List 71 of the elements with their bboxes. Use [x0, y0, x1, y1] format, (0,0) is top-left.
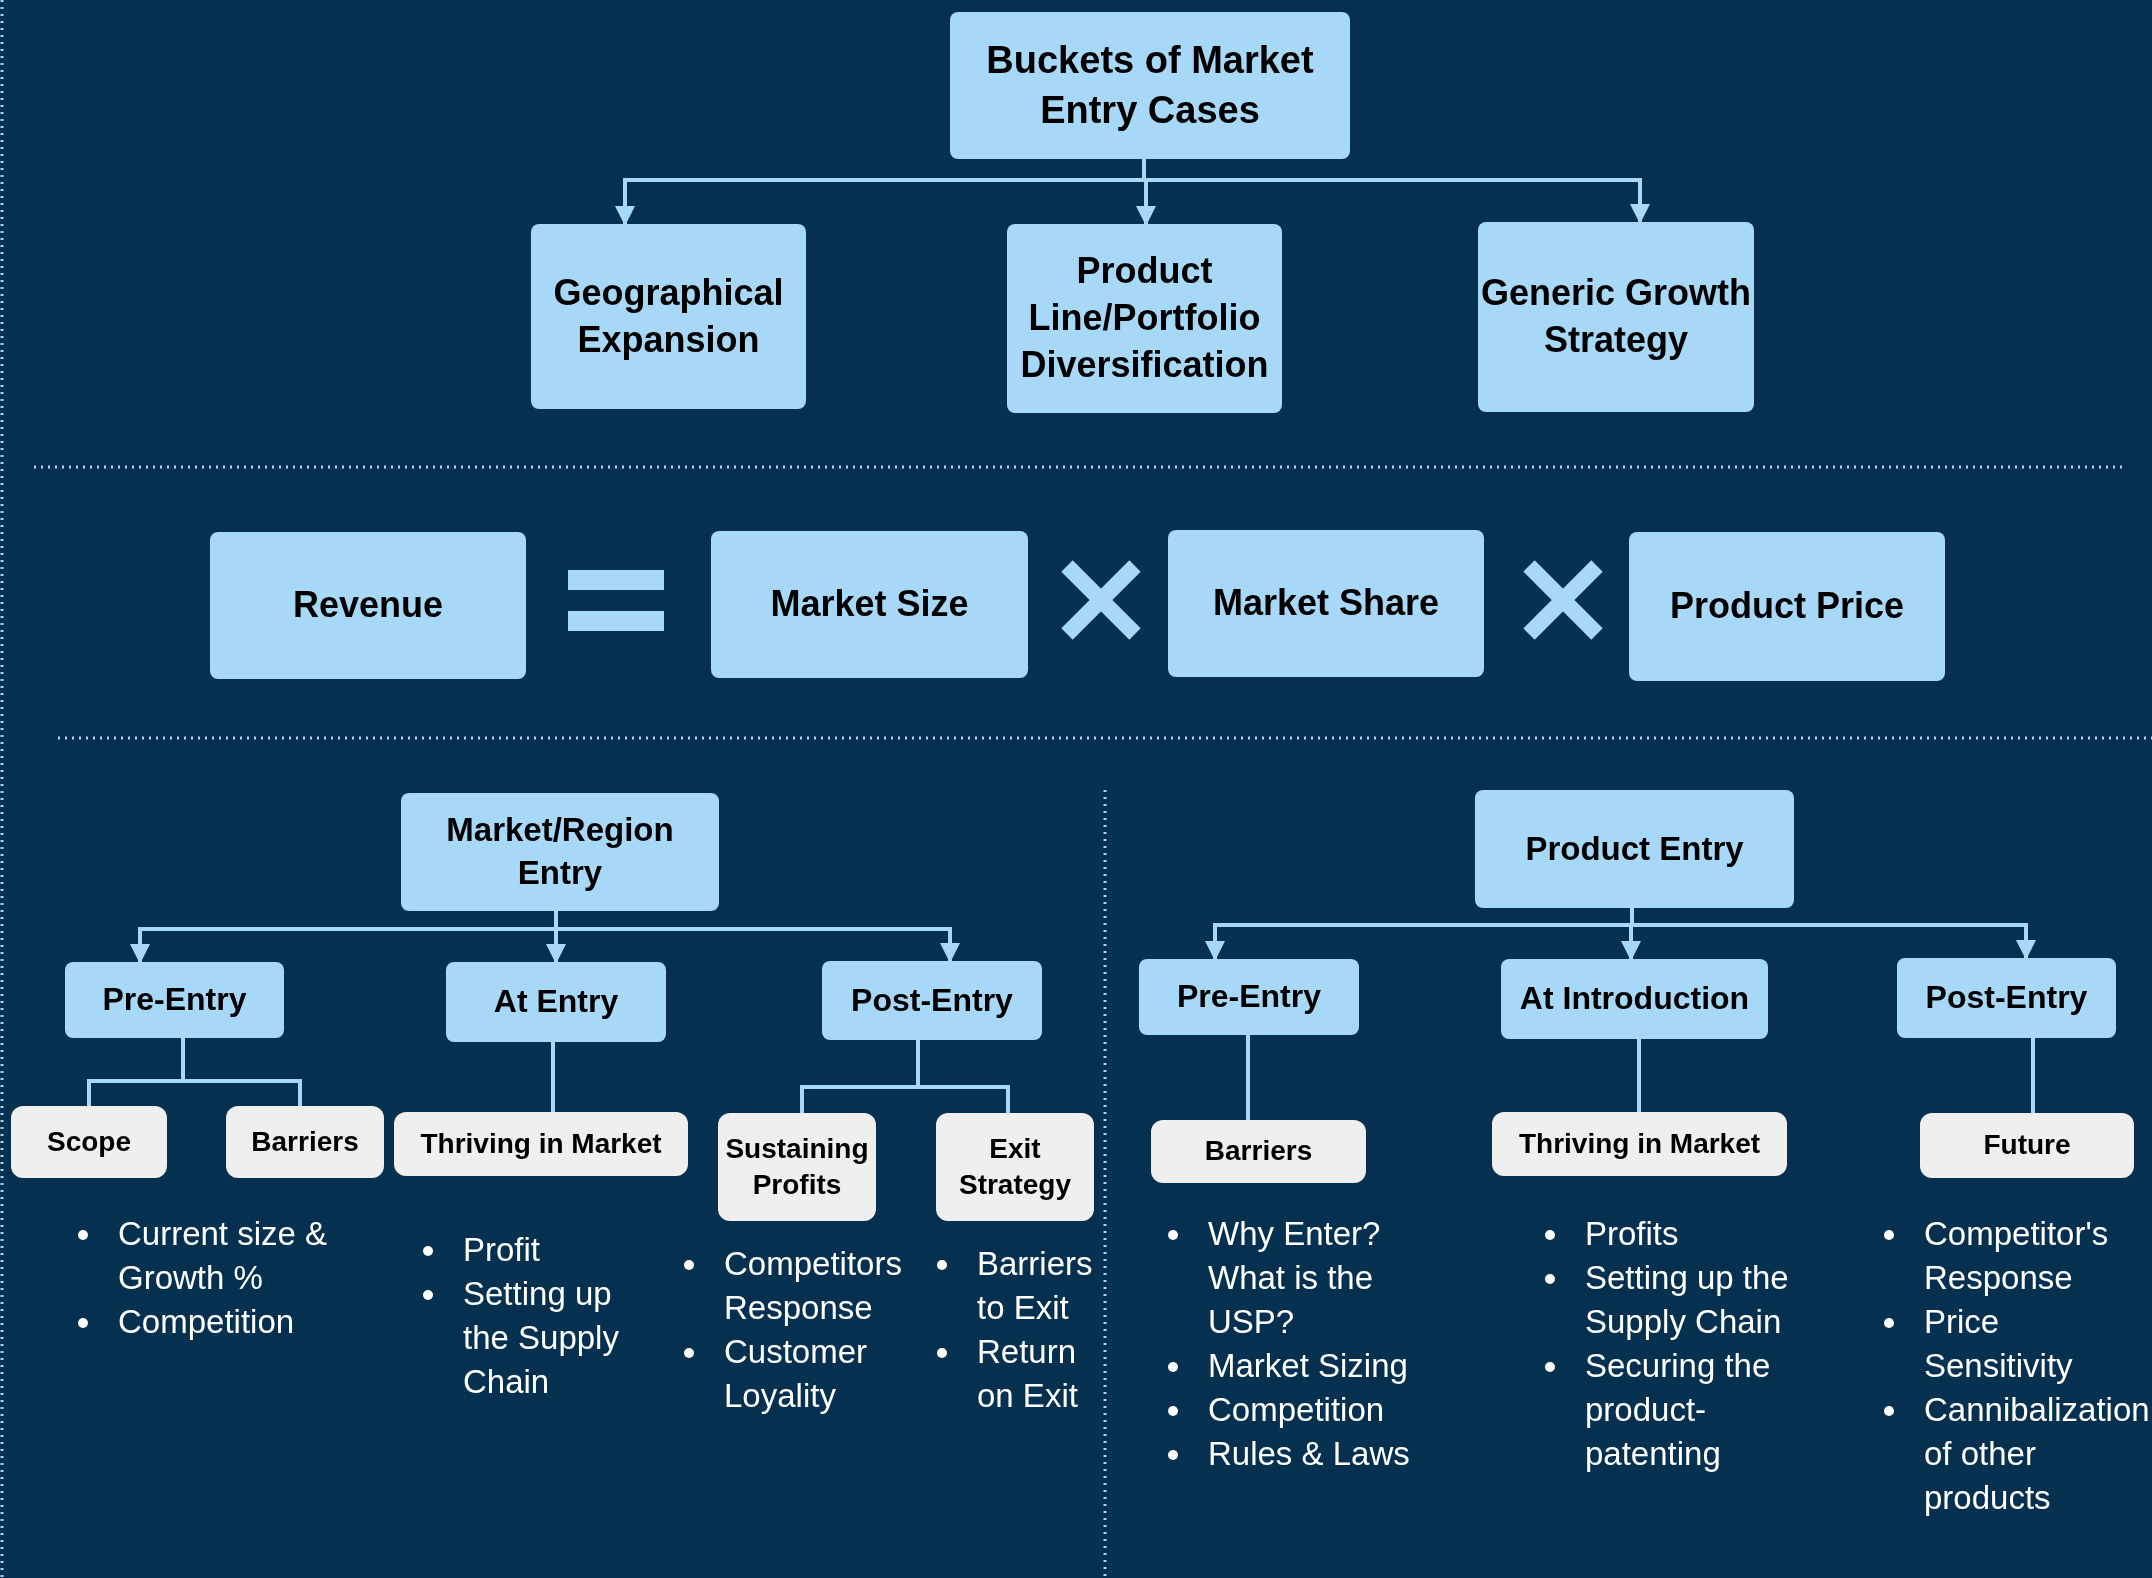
- connector-line: [1246, 1035, 1250, 1120]
- bullet-item: Current size & Growth %: [70, 1212, 370, 1300]
- bullet-item: Setting up the Supply Chain: [415, 1272, 650, 1404]
- bullet-item: Setting up the Supply Chain: [1537, 1256, 1837, 1344]
- box-label: Barriers: [251, 1124, 359, 1159]
- topic-box: [65, 962, 284, 1038]
- sub-topic-box: [1492, 1112, 1787, 1176]
- bullet-item: Why Enter? What is the USP?: [1160, 1212, 1460, 1344]
- bullet-item: Price Sensitivity: [1876, 1300, 2150, 1388]
- topic-box: [1629, 532, 1945, 681]
- box-label: Buckets of Market Entry Cases: [985, 38, 1315, 133]
- box-label: Barriers: [1204, 1134, 1313, 1169]
- topic-box: [1501, 959, 1768, 1039]
- arrow: [554, 911, 960, 963]
- sub-topic-box: [1151, 1120, 1366, 1183]
- bullet-item: Profit: [415, 1228, 650, 1272]
- topic-box: [950, 12, 1350, 159]
- sub-topic-box: [226, 1106, 384, 1178]
- box-label: Product Price: [1669, 584, 1905, 629]
- box-label: Pre-Entry: [102, 980, 247, 1020]
- bullet-item: Cannibalization of other products: [1876, 1388, 2150, 1520]
- topic-box: [1168, 530, 1484, 677]
- sub-topic-box: [11, 1106, 167, 1178]
- bullet-item: Return on Exit: [929, 1330, 1089, 1418]
- topic-box: [711, 531, 1028, 678]
- box-label: At Entry: [493, 982, 619, 1022]
- topic-box: [1139, 959, 1359, 1035]
- connector-line: [181, 1038, 302, 1106]
- box-label: Exit Strategy: [957, 1131, 1072, 1202]
- box-label: Geographical Expansion: [552, 270, 785, 362]
- sub-topic-box: [718, 1113, 876, 1221]
- box-label: Product Line/Portfolio Diversification: [1019, 249, 1270, 387]
- sub-topic-box: [394, 1112, 688, 1176]
- box-label: Sustaining Profits: [724, 1131, 870, 1202]
- box-label: Market Size: [770, 582, 969, 627]
- box-label: Scope: [47, 1124, 131, 1159]
- box-label: Revenue: [292, 583, 444, 628]
- sub-topic-box: [936, 1113, 1094, 1221]
- box-label: Product Entry: [1525, 828, 1744, 869]
- sub-topic-box: [1920, 1113, 2134, 1178]
- bullet-item: Profits: [1537, 1212, 1837, 1256]
- box-label: Post-Entry: [1925, 978, 2088, 1018]
- bullet-item: Customer Loyality: [676, 1330, 926, 1418]
- box-label: Pre-Entry: [1176, 977, 1321, 1017]
- topic-box: [822, 961, 1042, 1040]
- topic-box: [1897, 958, 2116, 1038]
- box-label: At Introduction: [1519, 979, 1750, 1019]
- bullet-item: Competitor's Response: [1876, 1212, 2150, 1300]
- bullet-item: Competitors Response: [676, 1242, 926, 1330]
- box-label: Post-Entry: [851, 980, 1013, 1020]
- box-label: Thriving in Market: [420, 1126, 662, 1161]
- topic-box: [401, 793, 719, 911]
- box-label: Future: [1983, 1128, 2071, 1163]
- connector-line: [2031, 1038, 2035, 1113]
- topic-box: [1475, 790, 1794, 908]
- bullet-item: Rules & Laws: [1160, 1432, 1460, 1476]
- box-label: Generic Growth Strategy: [1479, 271, 1753, 362]
- topic-box: [1478, 222, 1754, 412]
- box-label: Thriving in Market: [1518, 1126, 1761, 1161]
- topic-box: [446, 962, 666, 1042]
- bullet-item: Competition: [1160, 1388, 1460, 1432]
- connector-line: [551, 1042, 555, 1112]
- box-label: Market/Region Entry: [445, 810, 675, 893]
- box-label: Market Share: [1212, 581, 1440, 626]
- connector-line: [1637, 1039, 1641, 1112]
- topic-box: [1007, 224, 1282, 413]
- bullet-item: Market Sizing: [1160, 1344, 1460, 1388]
- topic-box: [531, 224, 806, 409]
- bullet-item: Competition: [70, 1300, 370, 1344]
- bullet-item: Securing the product-patenting: [1537, 1344, 1837, 1476]
- topic-box: [210, 532, 526, 679]
